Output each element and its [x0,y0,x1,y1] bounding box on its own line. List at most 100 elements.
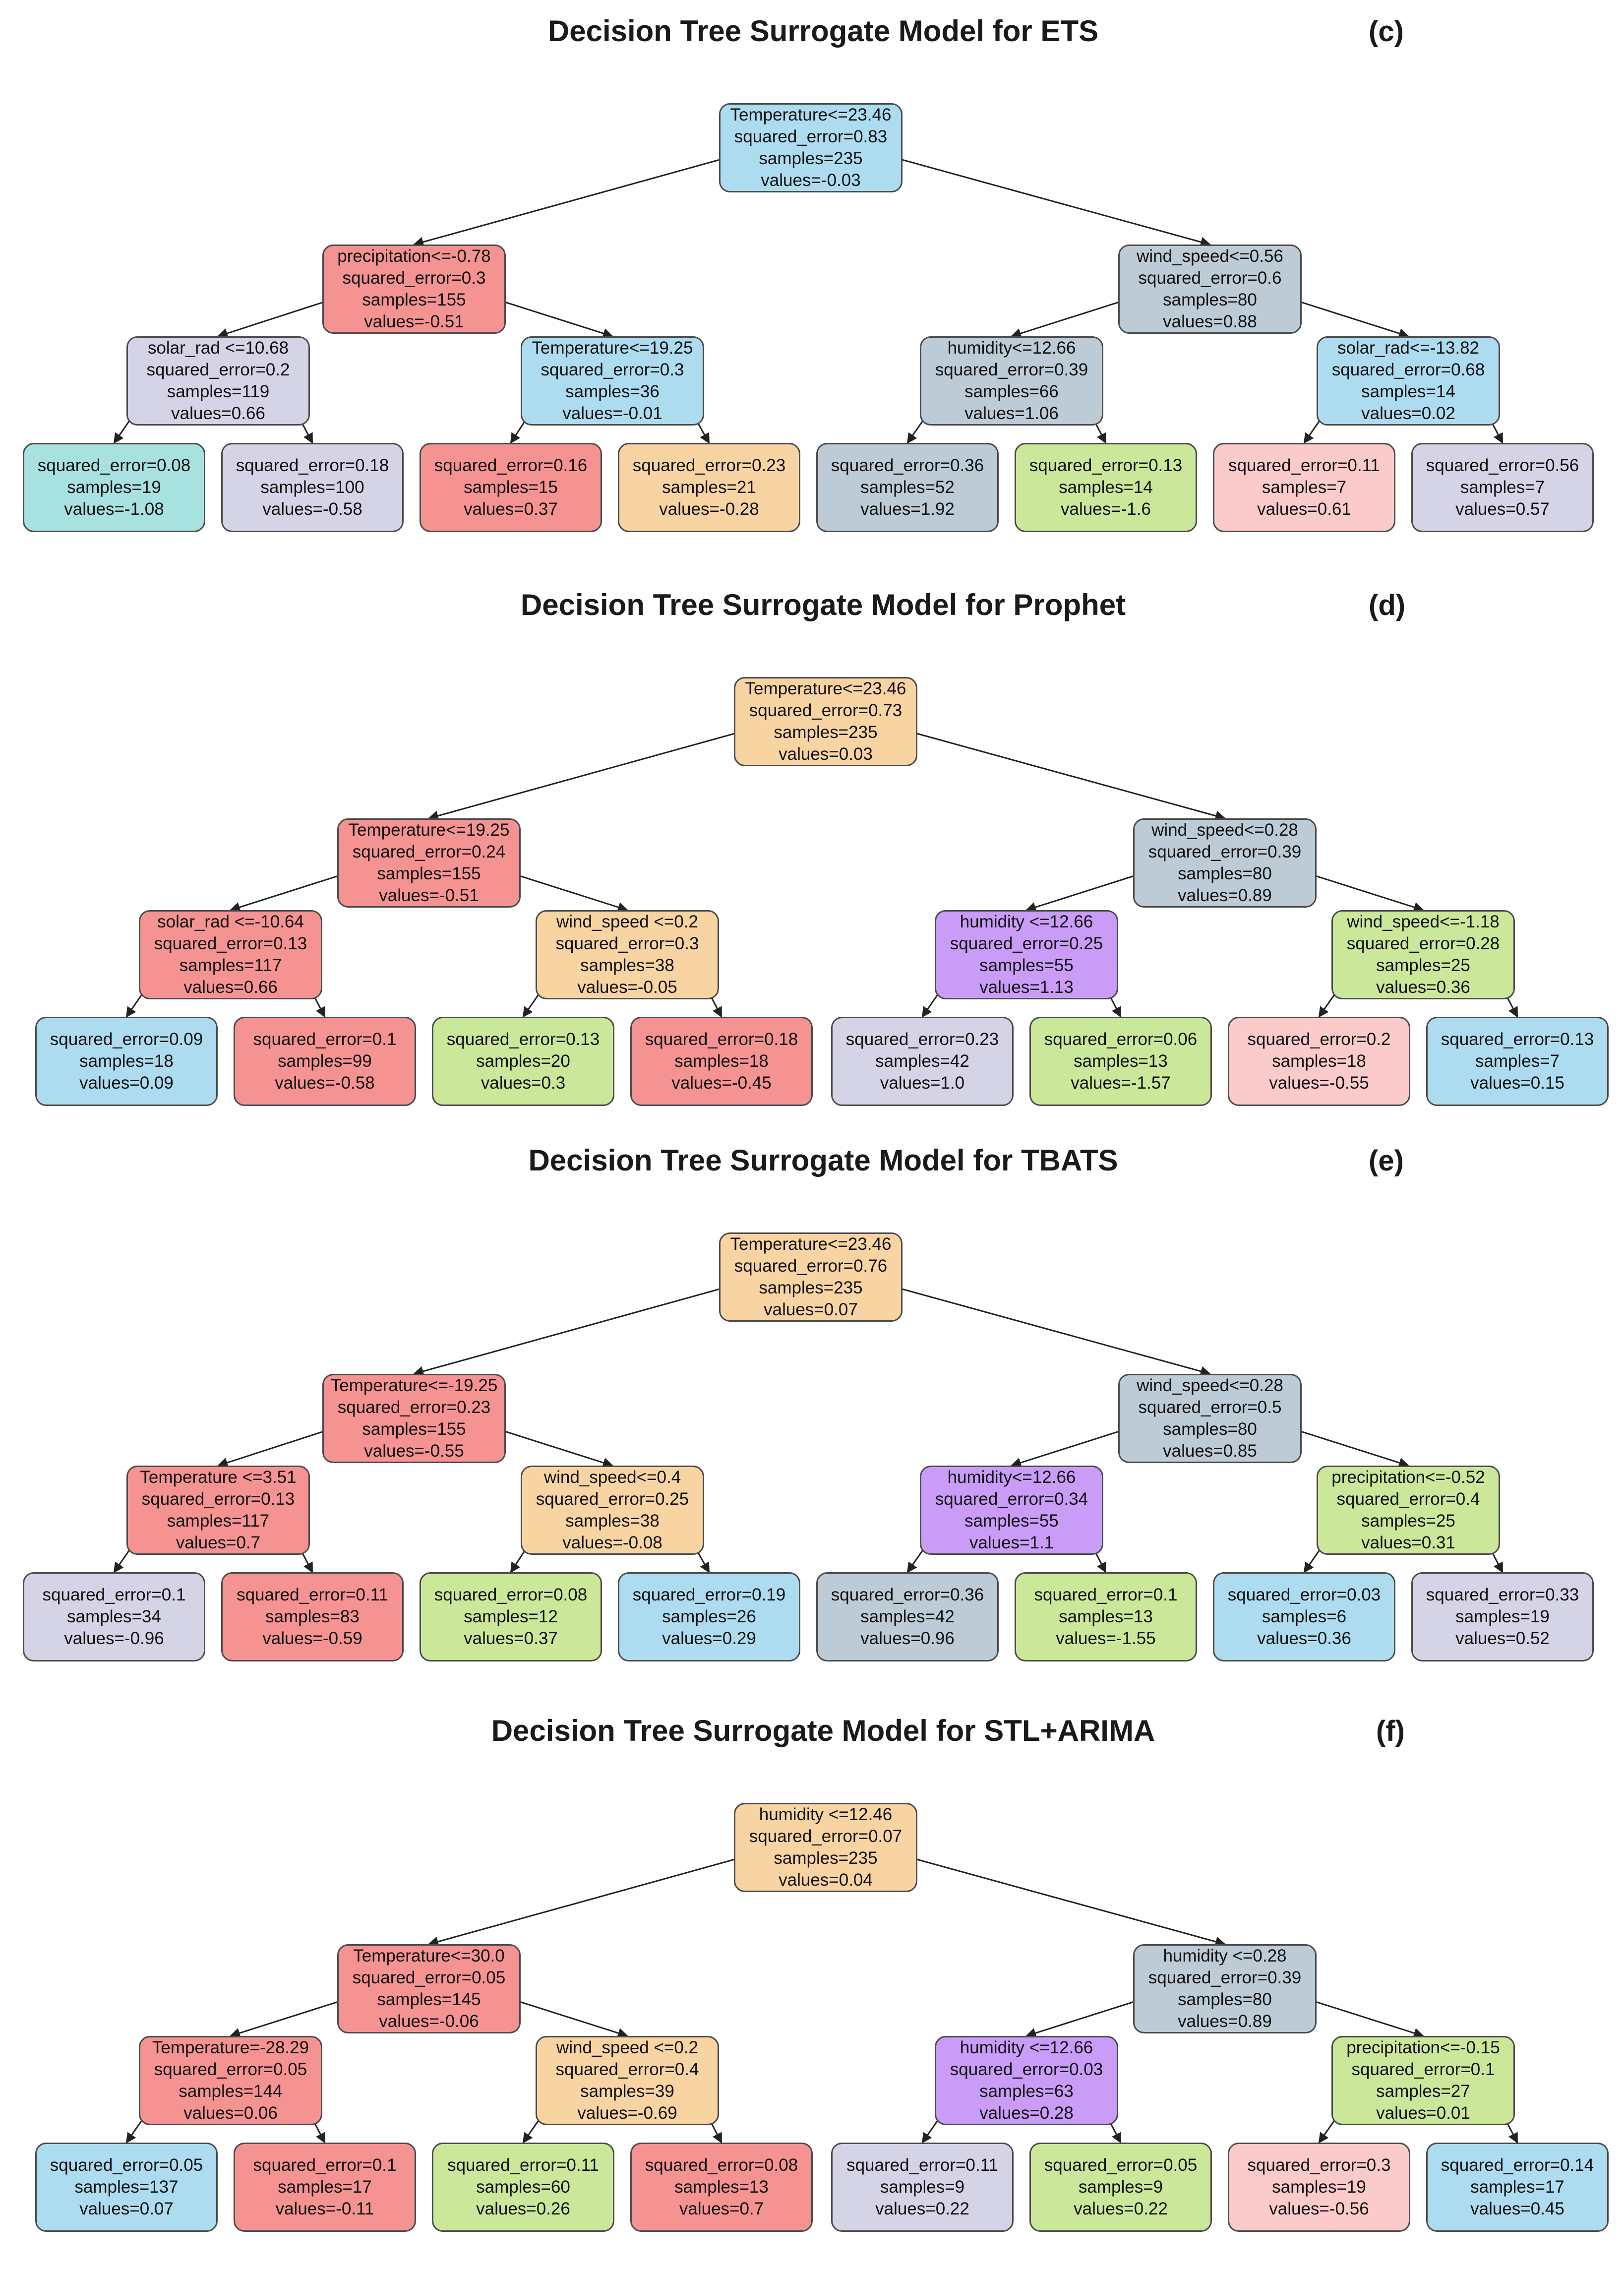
node-line: wind_speed<=0.4 [543,1468,681,1487]
node-line: values=0.29 [662,1629,756,1648]
node-line: values=0.15 [1470,1073,1564,1093]
node-line: squared_error=0.25 [536,1489,689,1509]
node-line: squared_error=0.11 [846,2155,998,2175]
node-line: samples=235 [759,149,863,168]
node-line: squared_error=0.07 [749,1827,902,1846]
node-line: values=0.22 [875,2199,969,2218]
node-line: squared_error=0.1 [1034,1585,1178,1604]
node-line: samples=17 [1470,2177,1564,2197]
node-line: squared_error=0.5 [1138,1398,1282,1417]
tree-leaf-node: squared_error=0.1 samples=13 values=-1.55 [1015,1572,1197,1661]
node-line: values=0.06 [183,2103,278,2123]
node-line: samples=235 [759,1278,863,1297]
panel-title: Decision Tree Surrogate Model for ETS [547,14,1099,48]
node-line: squared_error=0.19 [632,1585,786,1604]
node-line: solar_rad<=-13.82 [1337,338,1480,358]
node-line: squared_error=0.16 [434,456,588,475]
tree-edge [427,725,762,821]
node-line: squared_error=0.3 [555,934,699,953]
node-line: squared_error=0.06 [1044,1030,1198,1049]
node-line: values=1.06 [964,404,1059,423]
node-line: samples=18 [1272,1051,1366,1071]
node-line: values=-0.08 [562,1533,662,1552]
node-line: samples=80 [1178,864,1272,883]
node-line: humidity<=12.66 [947,1468,1076,1487]
node-line: squared_error=0.36 [831,1585,984,1604]
node-line: samples=117 [179,956,282,975]
node-line: values=0.37 [464,499,558,519]
node-line: squared_error=0.13 [154,934,307,953]
node-line: values=0.52 [1455,1629,1550,1648]
node-line: Temperature<=23.46 [745,679,906,698]
panel-label: (f) [1376,1715,1405,1747]
node-line: values=-0.45 [671,1073,772,1093]
node-line: squared_error=0.33 [1426,1585,1579,1604]
node-line: values=-0.11 [275,2199,374,2218]
node-line: values=0.28 [979,2103,1074,2123]
node-line: samples=13 [1059,1607,1153,1626]
tree-panel: Decision Tree Surrogate Model for Prophe… [0,588,1624,1148]
node-line: squared_error=0.08 [434,1585,588,1604]
node-line: samples=63 [979,2082,1074,2101]
node-line: precipitation<=-0.78 [337,246,491,266]
node-line: squared_error=0.25 [950,934,1103,953]
node-line: samples=155 [362,1419,466,1439]
node-line: squared_error=0.03 [1227,1585,1381,1604]
node-line: squared_error=0.3 [541,360,684,379]
node-line: values=1.13 [979,978,1074,997]
node-line: values=0.7 [679,2199,764,2218]
panel-label: (e) [1369,1145,1404,1177]
node-line: samples=80 [1178,1990,1272,2009]
node-line: Temperature<=-19.25 [330,1376,498,1395]
node-line: Temperature<=19.25 [348,820,510,840]
node-line: samples=7 [1460,478,1545,497]
node-line: Temperature<=23.46 [730,105,892,124]
node-line: wind_speed<=0.28 [1137,1376,1283,1395]
tree-panel: Decision Tree Surrogate Model for ETS(c)… [0,14,1624,574]
node-line: samples=117 [167,1511,270,1531]
node-line: values=0.36 [1376,978,1470,997]
node-line: precipitation<=-0.52 [1331,1468,1485,1487]
node-line: samples=9 [880,2177,965,2197]
node-line: values=0.89 [1178,2012,1272,2031]
node-line: squared_error=0.56 [1426,456,1579,475]
node-line: values=0.96 [860,1629,955,1648]
node-line: precipitation<=-0.15 [1346,2038,1500,2057]
node-line: values=0.31 [1361,1533,1455,1552]
node-line: humidity <=12.46 [759,1805,893,1824]
node-line: values=-0.69 [577,2103,677,2123]
node-line: squared_error=0.23 [845,1030,999,1049]
node-line: samples=144 [179,2082,283,2101]
node-line: samples=17 [278,2177,372,2197]
node-line: values=-1.6 [1061,499,1151,519]
node-line: squared_error=0.28 [1346,934,1500,953]
node-line: squared_error=0.11 [1228,456,1380,475]
node-line: values=-1.55 [1056,1629,1156,1648]
node-line: solar_rad <=10.68 [147,338,289,358]
node-line: squared_error=0.36 [831,456,984,475]
